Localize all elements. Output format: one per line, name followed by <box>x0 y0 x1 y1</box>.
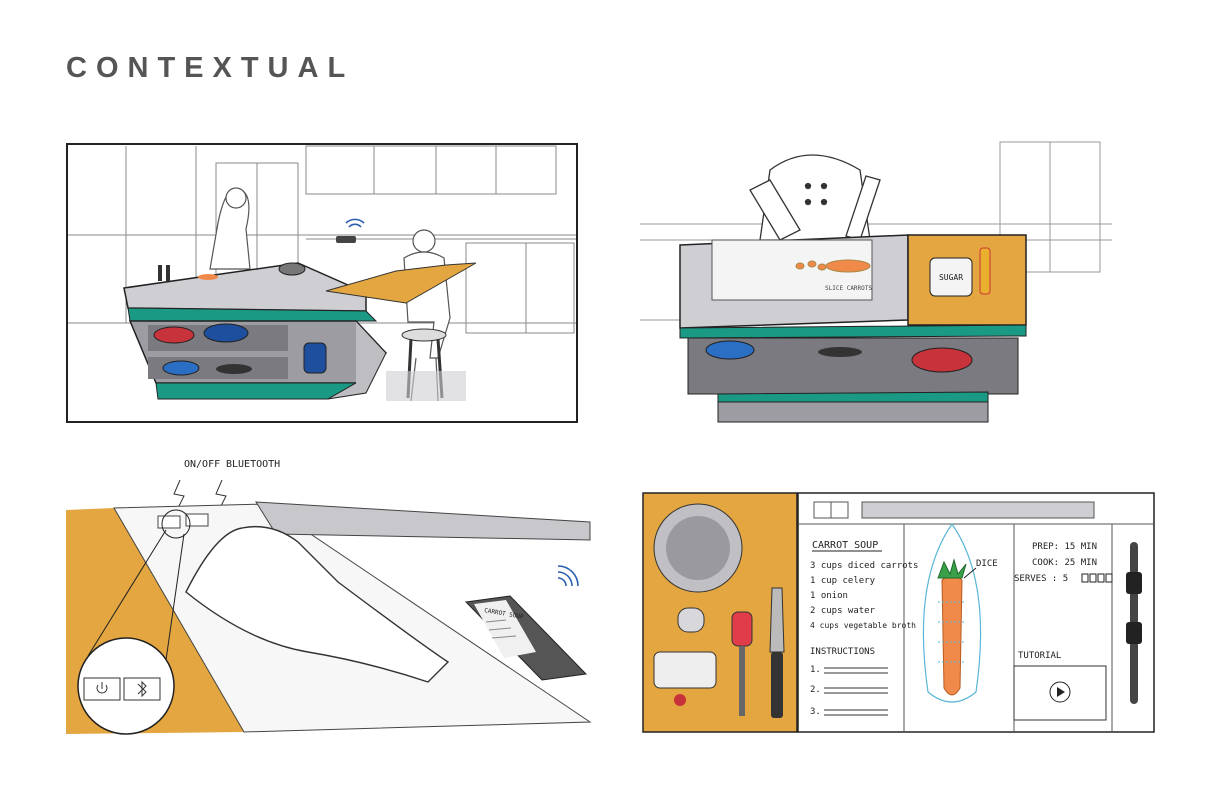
dice-label: DICE <box>976 559 998 569</box>
ingredient-2: 1 cup celery <box>810 576 876 586</box>
prep-time: PREP: 15 MIN <box>1032 542 1097 552</box>
red-knob <box>674 694 686 706</box>
spatula-head <box>731 611 753 647</box>
step-1: 1. <box>810 665 821 675</box>
carrot <box>198 274 218 280</box>
carrot-slices <box>795 259 871 273</box>
chef-figure <box>749 154 881 241</box>
wifi-icon <box>345 218 365 228</box>
sketch-chef-slicing-scene: SLICE CARROTS SUGAR <box>640 141 1112 423</box>
search-bar <box>861 501 1095 519</box>
step-3: 3. <box>810 707 821 717</box>
smartphone: CARROT SOUP <box>464 595 588 681</box>
blue-bowl <box>705 340 755 360</box>
onoff-label: ON/OFF <box>184 459 220 470</box>
sketch-kitchen-island-scene <box>66 143 578 423</box>
measuring-cup <box>677 607 705 633</box>
bluetooth-icon <box>137 680 147 698</box>
red-pot <box>911 347 973 373</box>
board-label: SLICE CARROTS <box>825 285 872 292</box>
frying-pan <box>216 364 252 374</box>
wifi-icon <box>557 565 579 587</box>
cook-time: COOK: 25 MIN <box>1032 558 1097 568</box>
ingredient-5: 4 cups vegetable broth <box>810 621 916 630</box>
bluetooth-label: BLUETOOTH <box>226 459 280 470</box>
ingredient-1: 3 cups diced carrots <box>810 561 918 571</box>
page-title: CONTEXTUAL <box>66 52 355 84</box>
ingredient-3: 1 onion <box>810 591 848 601</box>
chefs-knife <box>769 587 785 653</box>
blue-bowl <box>203 323 249 343</box>
ingredient-4: 2 cups water <box>810 606 876 616</box>
person-standing-figure <box>209 187 251 270</box>
tutorial-label: TUTORIAL <box>1018 651 1061 661</box>
step-2: 2. <box>810 685 821 695</box>
blue-pot <box>162 360 200 376</box>
sauce-bottle <box>979 247 991 295</box>
stool <box>401 328 447 342</box>
pan <box>818 347 862 357</box>
play-icon <box>1057 687 1065 697</box>
sketch-recipe-interface-topdown: CARROT SOUP 3 cups diced carrots 1 cup c… <box>642 492 1155 733</box>
grey-bowl <box>278 262 306 276</box>
phone-on-counter <box>336 236 356 243</box>
carrot-leaves <box>937 558 967 579</box>
carrot-scan-outline <box>922 522 982 703</box>
sketch-control-buttons-closeup: ON/OFF BLUETOOTH CARROT SOUP <box>66 459 592 735</box>
serving-people-icons <box>1081 573 1113 583</box>
svg-text:SUGAR: SUGAR <box>939 273 963 282</box>
sugar-jar: SUGAR <box>929 257 973 297</box>
red-bowl <box>153 326 195 344</box>
blue-jar <box>303 342 327 374</box>
butter-dish <box>653 651 717 689</box>
carrot <box>941 575 963 696</box>
kitchen-island <box>123 262 477 400</box>
power-icon <box>96 682 108 694</box>
hand-pressing-button <box>185 525 450 683</box>
instructions-heading: INSTRUCTIONS <box>810 647 875 657</box>
recipe-title: CARROT SOUP <box>812 540 878 551</box>
serves: SERVES : 5 <box>1014 574 1068 584</box>
